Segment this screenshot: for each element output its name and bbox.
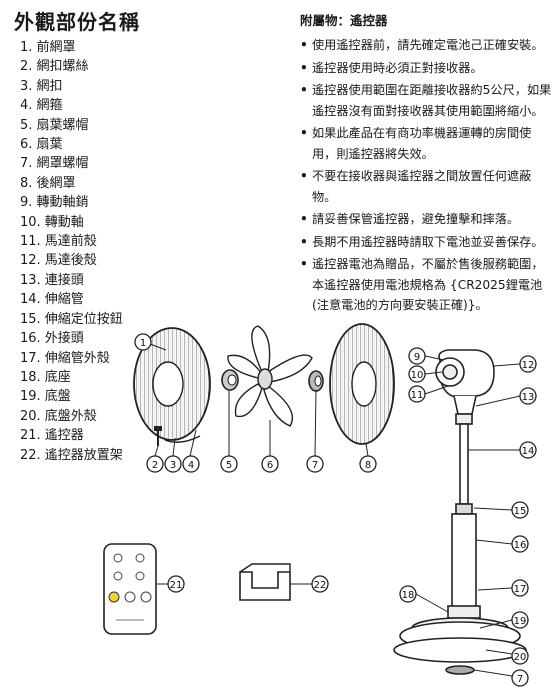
callout-label: 8 — [365, 460, 371, 471]
remote-control — [103, 543, 157, 635]
part-item: 14. 伸縮管 — [20, 292, 84, 308]
callout-label: 21 — [170, 580, 183, 591]
callout-label: 18 — [402, 590, 415, 601]
part-item: 16. 外接頭 — [20, 331, 84, 347]
back-grill — [329, 323, 395, 445]
part-item: 18. 底座 — [20, 369, 71, 385]
callout-label: 11 — [411, 390, 424, 401]
callout-numbers: 1 2 3 4 5 6 7 8 9 10 11 12 13 14 15 16 1… — [140, 338, 535, 685]
note-item: 如果此產品在有商功率機器運轉的房間使用，則遙控器將失效。 — [300, 123, 552, 164]
part-item: 9. 轉動軸銷 — [20, 195, 89, 211]
note-item: 遙控器電池為贈品，不屬於售後服務範圍，本遙控器使用電池規格為 {CR2025鋰電… — [300, 254, 552, 316]
note-item: 請妥善保管遙控器，避免撞擊和摔落。 — [300, 209, 552, 230]
grill-nut — [308, 370, 324, 392]
part-item: 17. 伸縮管外殼 — [20, 350, 110, 366]
callout-label: 1 — [140, 338, 146, 349]
part-item: 3. 網扣 — [20, 78, 63, 94]
part-item: 15. 伸縮定位按鈕 — [20, 311, 123, 327]
accessory-title: 附屬物：遙控器 — [300, 13, 388, 28]
parts-list: 1. 前網罩 2. 網扣螺絲 3. 網扣 4. 網箍 5. 扇葉螺帽 6. 扇葉… — [20, 38, 123, 465]
part-item: 1. 前網罩 — [20, 40, 76, 55]
part-item: 20. 底盤外殼 — [20, 408, 97, 424]
part-item: 12. 馬達後殼 — [20, 253, 97, 269]
callout-label: 2 — [152, 460, 158, 471]
leader-lines — [149, 343, 521, 677]
callout-label: 6 — [267, 460, 273, 471]
front-grill — [133, 327, 211, 443]
callout-label: 14 — [522, 446, 535, 457]
part-item: 19. 底盤 — [20, 389, 71, 405]
part-item: 21. 遙控器 — [20, 428, 84, 444]
part-item: 6. 扇葉 — [20, 137, 63, 153]
part-item: 11. 馬達前殼 — [20, 234, 97, 250]
note-item: 遙控器使用時必須正對接收器。 — [300, 58, 552, 79]
callout-label: 9 — [414, 352, 420, 363]
grill-screw — [154, 426, 162, 446]
remote-holder — [239, 563, 291, 601]
accessory-notes: 附屬物：遙控器 使用遙控器前，請先確定電池己正確安裝。 遙控器使用時必須正對接收… — [300, 10, 552, 318]
part-item: 10. 轉動軸 — [20, 214, 84, 230]
callout-label: 22 — [314, 580, 327, 591]
blade-nut — [221, 369, 239, 391]
part-item: 4. 網箍 — [20, 98, 63, 114]
note-item: 長期不用遙控器時請取下電池並妥善保存。 — [300, 232, 552, 253]
callout-label: 5 — [226, 460, 232, 471]
callout-label: 7 — [312, 460, 318, 471]
callout-label: 15 — [514, 506, 527, 517]
page-title: 外觀部份名稱 — [14, 10, 140, 34]
callout-label: 13 — [522, 392, 535, 403]
callout-label: 12 — [522, 360, 535, 371]
callout-label: 19 — [514, 616, 527, 627]
part-item: 22. 遙控器放置架 — [20, 447, 123, 463]
part-item: 13. 連接頭 — [20, 272, 84, 288]
callout-label: 7 — [517, 674, 523, 685]
callout-label: 10 — [411, 370, 424, 381]
callout-label: 20 — [514, 652, 527, 663]
callout-label: 16 — [514, 540, 527, 551]
callouts — [134, 333, 537, 687]
part-item: 7. 網罩螺帽 — [20, 156, 89, 172]
part-item: 8. 後網罩 — [20, 175, 76, 191]
part-item: 5. 扇葉螺帽 — [20, 117, 89, 133]
fan-blades — [227, 325, 313, 442]
fan-assembly — [393, 349, 527, 675]
note-item: 使用遙控器前，請先確定電池己正確安裝。 — [300, 35, 552, 56]
callout-label: 17 — [514, 584, 527, 595]
note-item: 不要在接收器與遙控器之間放置任何遮蔽物。 — [300, 166, 552, 207]
callout-label: 3 — [170, 460, 176, 471]
callout-label: 4 — [188, 460, 194, 471]
note-item: 遙控器使用範圍在距離接收器約5公尺，如果遙控器沒有面對接收器其使用範圍將縮小。 — [300, 80, 552, 121]
part-item: 2. 網扣螺絲 — [20, 59, 89, 75]
